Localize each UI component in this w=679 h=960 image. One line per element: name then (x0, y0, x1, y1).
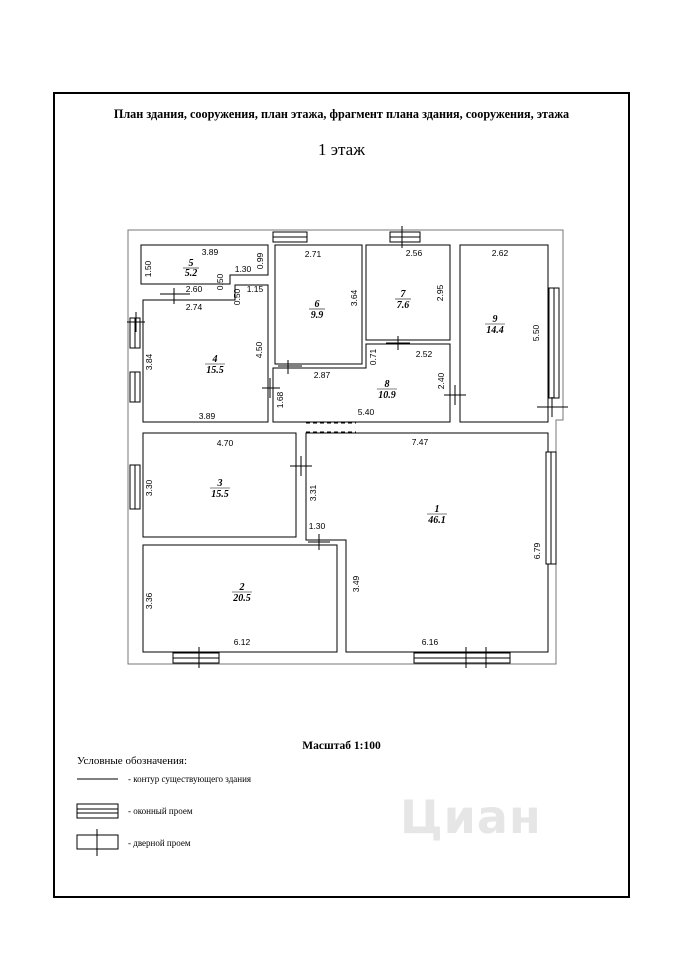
room-1-outline (305, 432, 549, 653)
dim-8-bottom: 5.40 (358, 407, 375, 417)
legend-title: Условные обозначения: (77, 755, 188, 767)
plan-title: План здания, сооружения, план этажа, фра… (113, 107, 570, 121)
building-outline (127, 229, 564, 665)
dim-1-left: 3.31 (308, 484, 318, 501)
room-2-number: 2 (239, 582, 245, 593)
room-5-area: 5.2 (185, 268, 198, 279)
dim-4-step-h: 1.15 (247, 284, 264, 294)
room-3-area: 15.5 (211, 489, 229, 500)
window-right-1 (545, 451, 557, 565)
window-top-7 (389, 231, 421, 243)
dim-4-right: 4.50 (254, 341, 264, 358)
room-8-area: 10.9 (378, 390, 396, 401)
dim-2-bottom: 6.12 (234, 637, 251, 647)
dim-4-step-v: 0.50 (232, 288, 242, 305)
window-bottom-2 (172, 652, 220, 664)
dim-1-top: 7.47 (412, 437, 429, 447)
watermark-logo: Циан (400, 790, 542, 844)
window-top-6 (272, 231, 308, 243)
dim-8-top-v: 0.71 (368, 348, 378, 365)
dim-8-left: 1.68 (275, 391, 285, 408)
room-9-number: 9 (493, 314, 498, 325)
room-3-outline (142, 432, 297, 538)
room-5-number: 5 (189, 258, 194, 269)
dim-1-left2: 3.49 (351, 575, 361, 592)
room-1-number: 1 (435, 504, 440, 515)
room-2-outline (142, 544, 338, 653)
dim-6-top: 2.71 (305, 249, 322, 259)
legend-door-label: - дверной проем (128, 838, 191, 848)
dim-5-step: 1.30 (235, 264, 252, 274)
dim-8-top: 2.52 (416, 349, 433, 359)
room-7-area: 7.6 (397, 300, 410, 311)
dim-7-top: 2.56 (406, 248, 423, 258)
scale-label: Масштаб 1:100 (302, 740, 381, 752)
room-7-number: 7 (401, 289, 407, 300)
dim-5-left: 1.50 (143, 260, 153, 277)
room-9-outline (459, 244, 549, 423)
dim-4-top: 2.74 (186, 302, 203, 312)
window-left-3 (129, 464, 141, 510)
dim-2-left: 3.36 (144, 592, 154, 609)
room-6-outline (274, 244, 363, 365)
doors (127, 226, 568, 668)
dim-1-step: 1.30 (309, 521, 326, 531)
dim-9-right: 5.50 (531, 324, 541, 341)
room-4-area: 15.5 (206, 365, 224, 376)
room-3-number: 3 (217, 478, 223, 489)
room-2-area: 20.5 (232, 593, 251, 604)
drawing-frame (53, 92, 630, 898)
dim-5-step-v: 0.50 (215, 273, 225, 290)
room-6-area: 9.9 (311, 310, 324, 321)
window-left-4b (129, 371, 141, 403)
dim-4-bottom: 3.89 (199, 411, 216, 421)
dim-7-right: 2.95 (435, 284, 445, 301)
window-bottom-1 (413, 652, 511, 664)
window-left-4 (129, 317, 141, 349)
room-9-area: 14.4 (486, 325, 504, 336)
dim-5-top: 3.89 (202, 247, 219, 257)
room-4-outline (142, 284, 269, 423)
dim-6-right: 3.64 (349, 289, 359, 306)
legend-contour-label: - контур существующего здания (128, 774, 252, 784)
room-8-number: 8 (385, 379, 390, 390)
dim-8-right: 2.40 (436, 372, 446, 389)
dim-4-left: 3.84 (144, 353, 154, 370)
legend-door-symbol (76, 829, 119, 856)
room-4-number: 4 (212, 354, 218, 365)
room-7-outline (365, 244, 451, 341)
dim-5-right: 0.99 (255, 252, 265, 269)
room-6-number: 6 (315, 299, 320, 310)
dim-3-top: 4.70 (217, 438, 234, 448)
windows (129, 231, 560, 664)
room-8-outline (272, 343, 451, 423)
room-1-area: 46.1 (427, 515, 446, 526)
window-right-9 (548, 287, 560, 399)
dim-6-bottom: 2.87 (314, 370, 331, 380)
dim-9-top: 2.62 (492, 248, 509, 258)
floor-label: 1 этаж (318, 140, 365, 159)
dim-5-bottom: 2.60 (186, 284, 203, 294)
legend-window-symbol (76, 803, 119, 819)
legend-window-label: - оконный проем (128, 806, 193, 816)
dim-1-right: 6.79 (532, 542, 542, 559)
dim-3-left: 3.30 (144, 479, 154, 496)
room-5-outline (140, 244, 269, 285)
dim-1-bottom: 6.16 (422, 637, 439, 647)
